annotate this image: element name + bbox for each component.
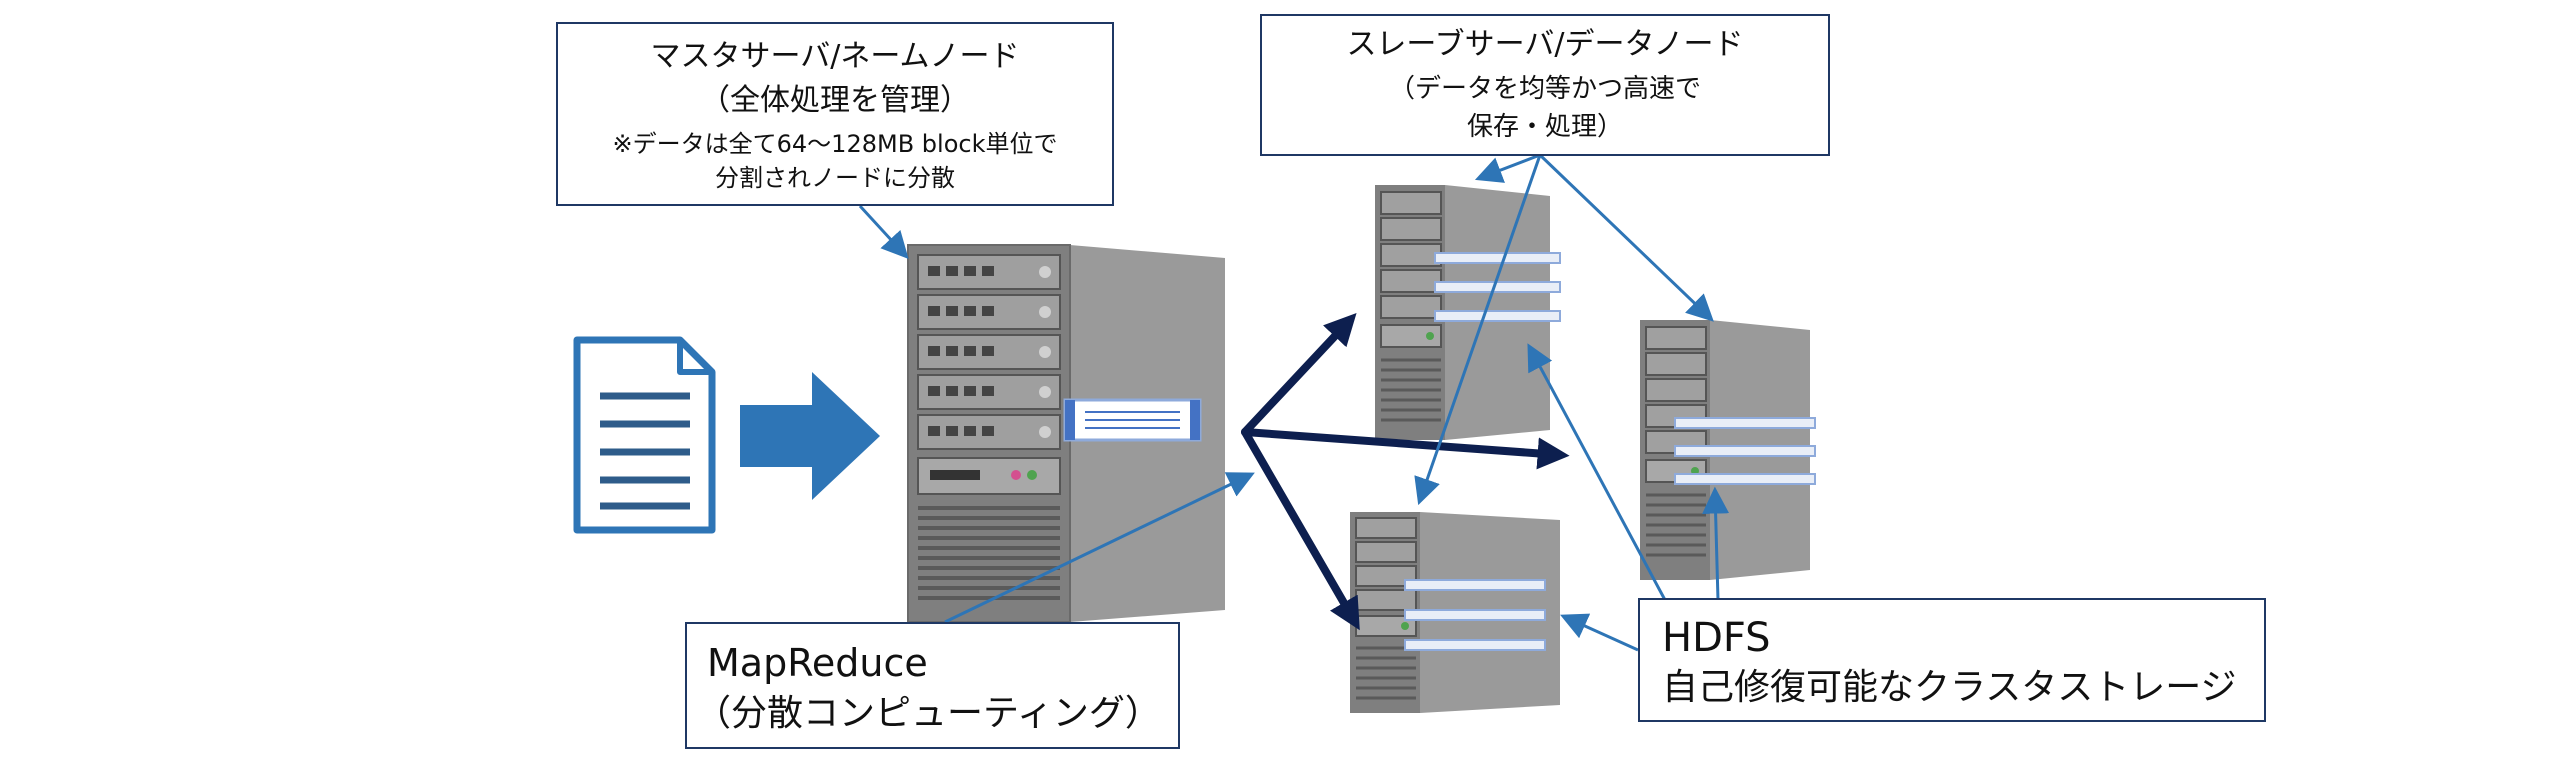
document-icon [573, 336, 716, 534]
right-arrow-icon [740, 372, 880, 500]
master-server-note-line1: ※データは全て64～128MB block単位で [612, 130, 1058, 158]
mapreduce-callout: MapReduce （分散コンピューティング） [685, 622, 1180, 749]
hdfs-title: HDFS [1662, 615, 1771, 661]
slave-server-callout: スレーブサーバ/データノード （データを均等かつ高速で 保存・処理） [1260, 14, 1830, 156]
mapreduce-subtitle: （分散コンピューティング） [695, 693, 1161, 734]
master-server-icon [907, 244, 1225, 623]
hdfs-subtitle: 自己修復可能なクラスタストレージ [1662, 667, 2237, 708]
slave-server-icon [1640, 320, 1816, 580]
slave-server-subtitle-line1: （データを均等かつ高速で [1388, 74, 1701, 104]
slave-server-icon [1350, 512, 1560, 713]
hdfs-callout: HDFS 自己修復可能なクラスタストレージ [1638, 598, 2266, 722]
master-server-title: マスタサーバ/ネームノード [650, 39, 1020, 74]
distribution-arrows [1241, 312, 1570, 631]
master-server-subtitle: （全体処理を管理） [700, 83, 970, 118]
slave-server-icon [1375, 185, 1561, 440]
slave-server-title: スレーブサーバ/データノード [1346, 27, 1744, 62]
master-server-note-line2: 分割されノードに分散 [715, 164, 955, 192]
callout-lines [858, 153, 1730, 652]
master-server-callout: マスタサーバ/ネームノード （全体処理を管理） ※データは全て64～128MB … [556, 22, 1114, 206]
mapreduce-title: MapReduce [707, 641, 928, 685]
slave-server-subtitle-line2: 保存・処理） [1466, 112, 1623, 142]
